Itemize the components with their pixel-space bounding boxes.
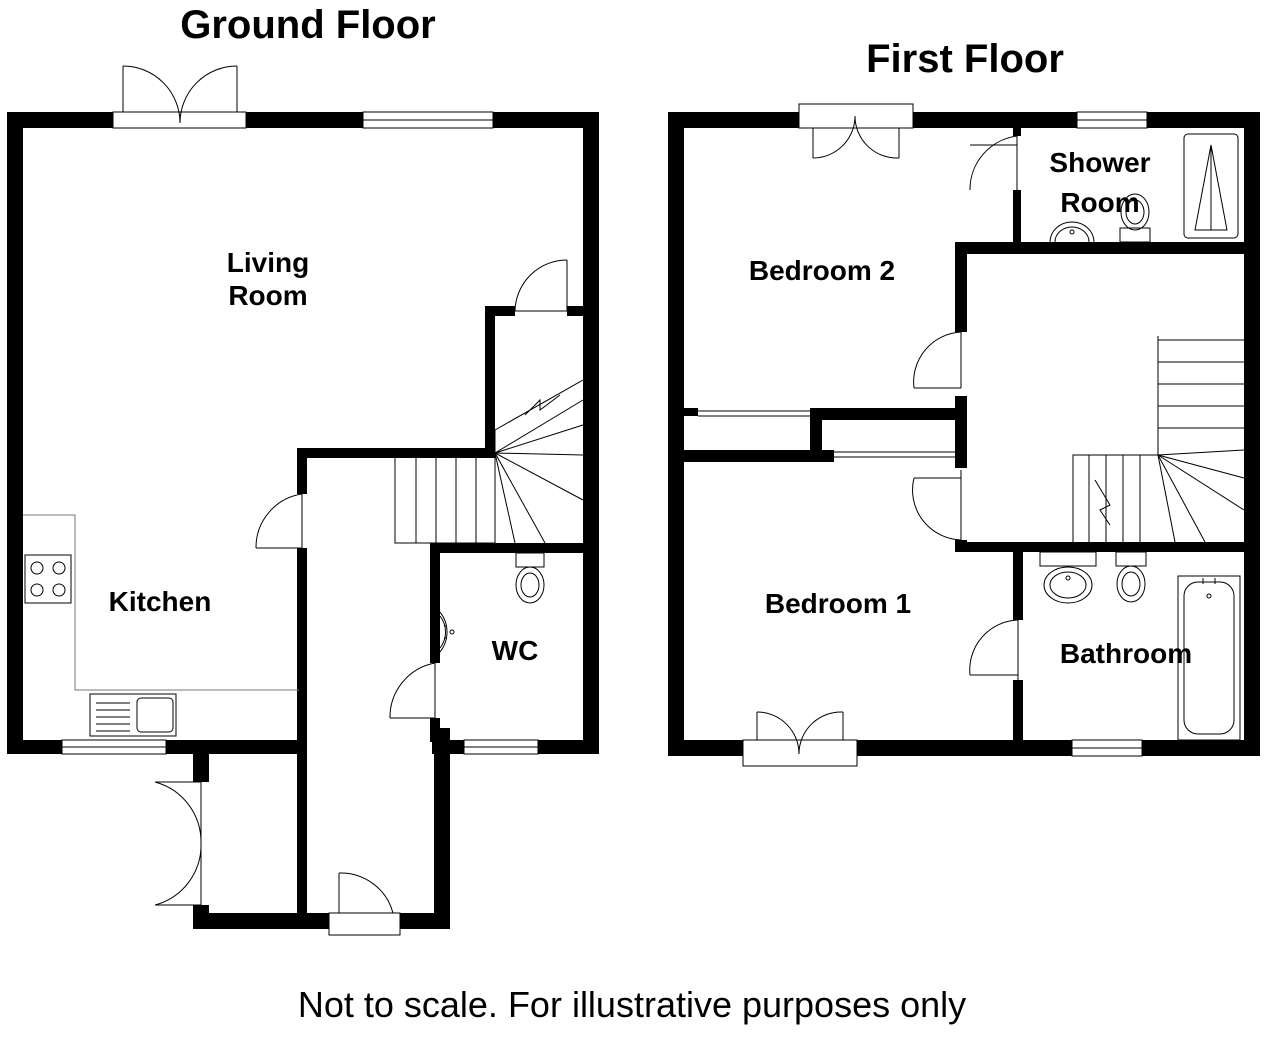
wall (1013, 190, 1021, 246)
wall (7, 112, 113, 128)
door (969, 135, 1018, 191)
toilet (515, 552, 545, 604)
wall (810, 408, 822, 462)
first-floor-title: First Floor (866, 37, 1064, 81)
wall (1013, 680, 1023, 742)
wall (1013, 552, 1023, 620)
kitchen-worktop (23, 514, 299, 737)
wall (7, 740, 62, 754)
door (913, 331, 962, 389)
wash-basin (1049, 221, 1095, 243)
toilet (1115, 551, 1147, 603)
room-label-bedroom-2: Bedroom 2 (749, 255, 895, 286)
door (514, 259, 568, 312)
room-label-wc: WC (492, 635, 539, 666)
wall (430, 543, 440, 663)
wall (684, 450, 834, 462)
room-label-bedroom-1: Bedroom 1 (765, 588, 911, 619)
wall (567, 306, 585, 316)
french-doors (112, 65, 247, 129)
wall (434, 728, 450, 929)
door (912, 470, 962, 541)
wall (684, 408, 698, 416)
wall (955, 542, 1260, 552)
wall (246, 112, 363, 128)
wall (193, 740, 209, 782)
wall (668, 112, 804, 128)
wall (955, 396, 967, 468)
wall (1147, 112, 1260, 128)
room-label-living-room: Living (227, 247, 309, 278)
wall (7, 112, 23, 752)
bath (1177, 575, 1241, 741)
wall (193, 913, 329, 929)
wall (668, 112, 684, 756)
wall (810, 408, 965, 420)
french-doors (742, 711, 858, 767)
wall (955, 242, 1260, 254)
wall (1244, 112, 1260, 756)
disclaimer-note: Not to scale. For illustrative purposes … (298, 984, 966, 1025)
room-label-shower-room: Room (1060, 187, 1139, 218)
toilet (1119, 193, 1151, 243)
wall (485, 306, 515, 316)
room-label-shower-room: Shower (1049, 147, 1150, 178)
wall (668, 740, 743, 756)
sink (89, 693, 177, 737)
wash-basin (1039, 551, 1097, 604)
wall (906, 112, 1077, 128)
wall (297, 548, 307, 913)
room-label-living-room: Room (228, 280, 307, 311)
french-doors (154, 781, 202, 906)
shower-tray (1183, 133, 1239, 239)
wall (485, 306, 495, 458)
room-label-bathroom: Bathroom (1060, 638, 1192, 669)
room-label-kitchen: Kitchen (109, 586, 212, 617)
ground-floor-title: Ground Floor (180, 3, 436, 47)
door (389, 662, 436, 719)
wall (538, 740, 599, 754)
wall (430, 718, 440, 742)
front-door (328, 872, 401, 936)
door (969, 619, 1019, 680)
staircase (394, 379, 584, 544)
ground-floor-plan: Living Room Kitchen WC (7, 65, 599, 936)
wall (493, 112, 599, 128)
staircase (1072, 336, 1245, 543)
first-floor-plan: Shower Room Bedroom 2 Bedroom 1 Bathroom (668, 103, 1260, 767)
wall (955, 242, 967, 332)
wall (297, 448, 307, 494)
wall (852, 740, 1072, 756)
door (255, 493, 303, 549)
hob (24, 554, 72, 604)
wash-basin (439, 611, 455, 653)
wall (430, 543, 585, 553)
wall (1013, 128, 1021, 136)
french-doors (798, 103, 914, 159)
wall (166, 740, 303, 754)
wall (1142, 740, 1260, 756)
wall (583, 112, 599, 754)
wardrobe-sliding-doors (698, 410, 955, 458)
